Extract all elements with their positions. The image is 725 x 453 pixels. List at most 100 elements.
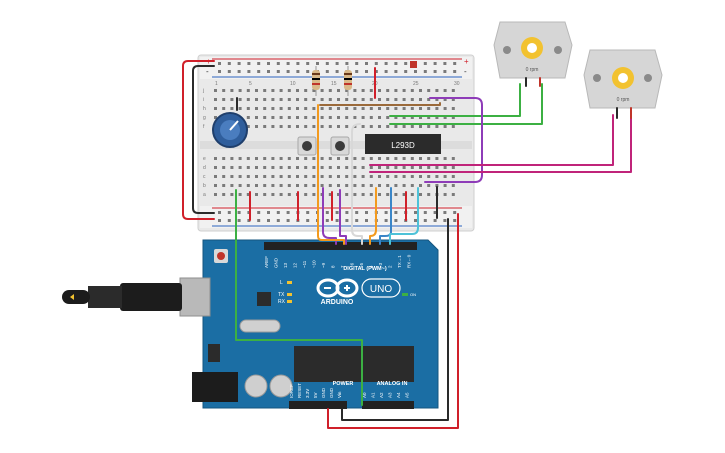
- breadboard-hole: [345, 98, 349, 101]
- rail-minus-label-right: -: [464, 67, 467, 76]
- breadboard-hole: [255, 184, 258, 187]
- breadboard-hole: [238, 193, 242, 196]
- breadboard-hole: [246, 184, 250, 187]
- row-letter-a: a: [203, 192, 206, 198]
- breadboard-hole: [306, 70, 310, 73]
- breadboard-hole: [214, 157, 217, 160]
- breadboard-hole: [246, 157, 250, 160]
- breadboard-hole: [312, 98, 316, 101]
- breadboard-hole: [222, 175, 226, 178]
- breadboard-hole: [427, 193, 431, 196]
- breadboard-hole: [361, 89, 365, 92]
- breadboard-hole: [230, 98, 234, 101]
- breadboard-hole: [255, 89, 258, 92]
- breadboard-hole: [453, 211, 457, 214]
- breadboard-hole: [255, 193, 258, 196]
- breadboard-hole: [325, 211, 329, 214]
- breadboard-hole: [369, 175, 373, 178]
- digital-pin-label-3: 12: [293, 262, 298, 268]
- column-number-10: 10: [290, 81, 296, 87]
- pushbutton-2[interactable]: [330, 136, 350, 156]
- led-label-tx: TX: [278, 292, 285, 298]
- breadboard-hole: [410, 125, 414, 128]
- breadboard-hole: [218, 211, 221, 214]
- breadboard-hole: [337, 89, 340, 92]
- breadboard-hole: [304, 116, 308, 119]
- potentiometer[interactable]: [212, 112, 248, 148]
- breadboard-hole: [271, 89, 275, 92]
- breadboard-hole: [443, 175, 447, 178]
- breadboard-hole: [414, 70, 417, 73]
- breadboard-hole: [369, 107, 373, 110]
- breadboard-hole: [410, 89, 414, 92]
- breadboard-hole: [328, 184, 332, 187]
- breadboard-hole: [304, 175, 308, 178]
- breadboard-hole: [287, 125, 291, 128]
- breadboard-hole: [286, 70, 290, 73]
- breadboard-hole: [320, 166, 324, 169]
- breadboard-hole: [296, 98, 299, 101]
- breadboard-hole: [287, 166, 291, 169]
- power-pin-label-4: GND: [321, 387, 326, 398]
- digital-pin-label-10: ~5: [359, 262, 364, 268]
- breadboard-hole: [419, 98, 422, 101]
- breadboard-hole: [427, 116, 431, 119]
- breadboard-hole: [337, 107, 340, 110]
- breadboard-hole: [271, 166, 275, 169]
- breadboard-hole: [246, 98, 250, 101]
- dc-motor-1[interactable]: 0 rpm: [493, 21, 573, 79]
- breadboard-hole: [345, 62, 349, 65]
- breadboard-hole: [443, 193, 447, 196]
- on-label: ON: [410, 292, 416, 297]
- breadboard-hole: [296, 175, 299, 178]
- analog-pin-label-4: A4: [396, 392, 401, 398]
- breadboard-hole: [320, 184, 324, 187]
- breadboard-hole: [361, 193, 365, 196]
- breadboard-hole: [246, 107, 250, 110]
- breadboard-hole: [369, 98, 373, 101]
- breadboard-hole: [276, 211, 280, 214]
- breadboard-hole: [296, 166, 299, 169]
- breadboard-hole: [257, 70, 261, 73]
- breadboard-hole: [386, 193, 390, 196]
- breadboard-hole: [238, 107, 242, 110]
- arduino-uno-board[interactable]: L TX RX ON ARDUINO UNO DIGITAL (PWM~) PO…: [62, 239, 439, 409]
- digital-pin-label-15: RX←0: [407, 254, 412, 268]
- breadboard-hole: [414, 219, 417, 222]
- breadboard-hole: [222, 98, 226, 101]
- breadboard-hole: [353, 193, 357, 196]
- breadboard-hole: [378, 184, 381, 187]
- breadboard-hole: [287, 193, 291, 196]
- driver-chip-label: L293D: [391, 141, 415, 150]
- breadboard-hole: [222, 89, 226, 92]
- breadboard-hole: [394, 89, 398, 92]
- breadboard-hole: [427, 89, 431, 92]
- breadboard-hole: [328, 89, 332, 92]
- breadboard-hole: [306, 62, 310, 65]
- breadboard-hole: [410, 175, 414, 178]
- breadboard-hole: [287, 175, 291, 178]
- breadboard-hole: [263, 157, 267, 160]
- dc-motor-2[interactable]: 0 rpm: [583, 49, 663, 109]
- power-pin-label-0: IOREF: [289, 384, 294, 398]
- breadboard-hole: [263, 175, 267, 178]
- pushbutton-1[interactable]: [297, 136, 317, 156]
- breadboard-hole: [237, 219, 241, 222]
- row-letter-f: f: [203, 124, 205, 130]
- breadboard-hole: [214, 89, 217, 92]
- breadboard-hole: [402, 175, 406, 178]
- breadboard-hole: [328, 98, 332, 101]
- breadboard-hole: [361, 116, 365, 119]
- breadboard-hole: [279, 125, 283, 128]
- breadboard-hole: [271, 116, 275, 119]
- breadboard-hole: [304, 89, 308, 92]
- breadboard-hole: [227, 219, 231, 222]
- breadboard-hole: [427, 107, 431, 110]
- atmega-chip: [294, 346, 414, 382]
- breadboard-hole: [267, 62, 270, 65]
- digital-pin-label-11: 4: [369, 265, 374, 268]
- breadboard-hole: [312, 184, 316, 187]
- breadboard-hole: [328, 107, 332, 110]
- breadboard-hole: [419, 125, 422, 128]
